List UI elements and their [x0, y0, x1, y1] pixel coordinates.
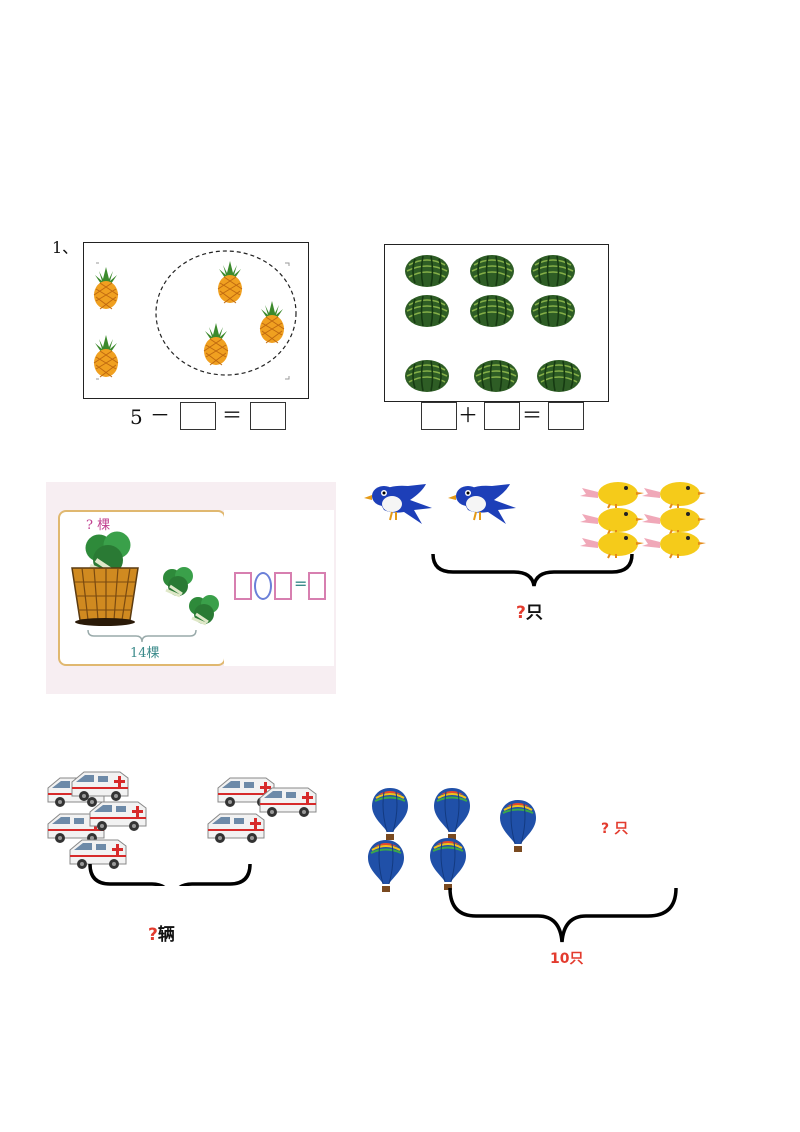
balloon-icon [429, 837, 467, 891]
question-mark: ? [516, 603, 526, 623]
balloon-question-label: ? 只 [601, 818, 628, 838]
bracket [88, 863, 252, 886]
ambulance-icon [69, 839, 127, 870]
watermelon-picture [384, 244, 609, 402]
cabbage-question-label: ? 棵 [86, 518, 111, 533]
operator-oval[interactable] [254, 572, 272, 600]
answer-box[interactable] [180, 402, 216, 430]
balloon-icon [433, 787, 471, 841]
bracket [448, 887, 678, 943]
cabbage-illustration [71, 512, 221, 643]
pineapple-icon [259, 300, 285, 344]
answer-box[interactable] [250, 402, 286, 430]
cabbage-panel: ? 棵 14棵 = [46, 482, 336, 694]
watermelon-icon [404, 294, 450, 328]
plus-sign: ＋ [458, 403, 478, 427]
minus-sign: － [150, 403, 170, 427]
watermelon-icon [530, 294, 576, 328]
pineapple-icon [93, 334, 119, 378]
watermelon-icon [469, 294, 515, 328]
watermelon-icon [473, 359, 519, 393]
chick-icon [641, 531, 707, 559]
watermelon-icon [536, 359, 582, 393]
ambulance-icon [259, 787, 317, 818]
pineapple-icon [93, 266, 119, 310]
bluebird-icon [363, 483, 433, 525]
cabbage-inner-card: ? 棵 14棵 [58, 510, 226, 666]
unit-label: 辆 [157, 925, 175, 945]
answer-box[interactable] [421, 402, 457, 430]
chick-icon [641, 507, 707, 535]
cabbage-equation-area: = [224, 510, 334, 666]
pineapple-picture [83, 242, 309, 399]
birds-question-label: ?只 [516, 598, 543, 623]
balloon-total-label: 10只 [550, 951, 584, 967]
pineapple-icon [217, 260, 243, 304]
balloon-icon [499, 799, 537, 853]
answer-box[interactable] [308, 572, 326, 600]
watermelon-illustration [404, 254, 582, 393]
answer-box[interactable] [484, 402, 520, 430]
equals-sign: ＝ [222, 403, 242, 427]
unit-label: 只 [614, 821, 629, 837]
pineapple-illustration [93, 250, 297, 380]
bracket [87, 629, 197, 643]
chick-icon [579, 481, 645, 509]
answer-box[interactable] [274, 572, 292, 600]
ambulance-illustration [47, 771, 317, 886]
pineapple-icon [203, 322, 229, 366]
basket-icon [71, 567, 139, 621]
bluebird-icon [447, 483, 517, 525]
equation-start-number: 5 [130, 405, 143, 429]
watermelon-icon [469, 254, 515, 288]
chick-icon [641, 481, 707, 509]
answer-box[interactable] [548, 402, 584, 430]
watermelon-icon [404, 254, 450, 288]
chick-icon [579, 531, 645, 559]
chick-icon [579, 507, 645, 535]
watermelon-icon [530, 254, 576, 288]
equals-sign: ＝ [522, 403, 542, 427]
question-mark: ? [601, 821, 610, 837]
balloon-illustration [367, 787, 678, 943]
question-mark: ? [148, 925, 158, 945]
ambulance-icon [89, 801, 147, 832]
cabbage-icon [161, 565, 195, 598]
cabbage-icon [187, 593, 221, 626]
unit-label: 只 [525, 603, 543, 623]
balloon-icon [367, 839, 405, 893]
answer-box[interactable] [234, 572, 252, 600]
cabbage-total-label: 14棵 [130, 646, 160, 661]
bracket [431, 553, 634, 587]
ambulance-question-label: ?辆 [148, 920, 175, 945]
watermelon-icon [404, 359, 450, 393]
dashed-circle [155, 250, 297, 376]
equals-sign: = [294, 574, 308, 593]
question-number: 1、 [52, 238, 79, 257]
balloon-icon [371, 787, 409, 841]
ambulance-icon [207, 813, 265, 844]
birds-illustration [363, 481, 707, 587]
